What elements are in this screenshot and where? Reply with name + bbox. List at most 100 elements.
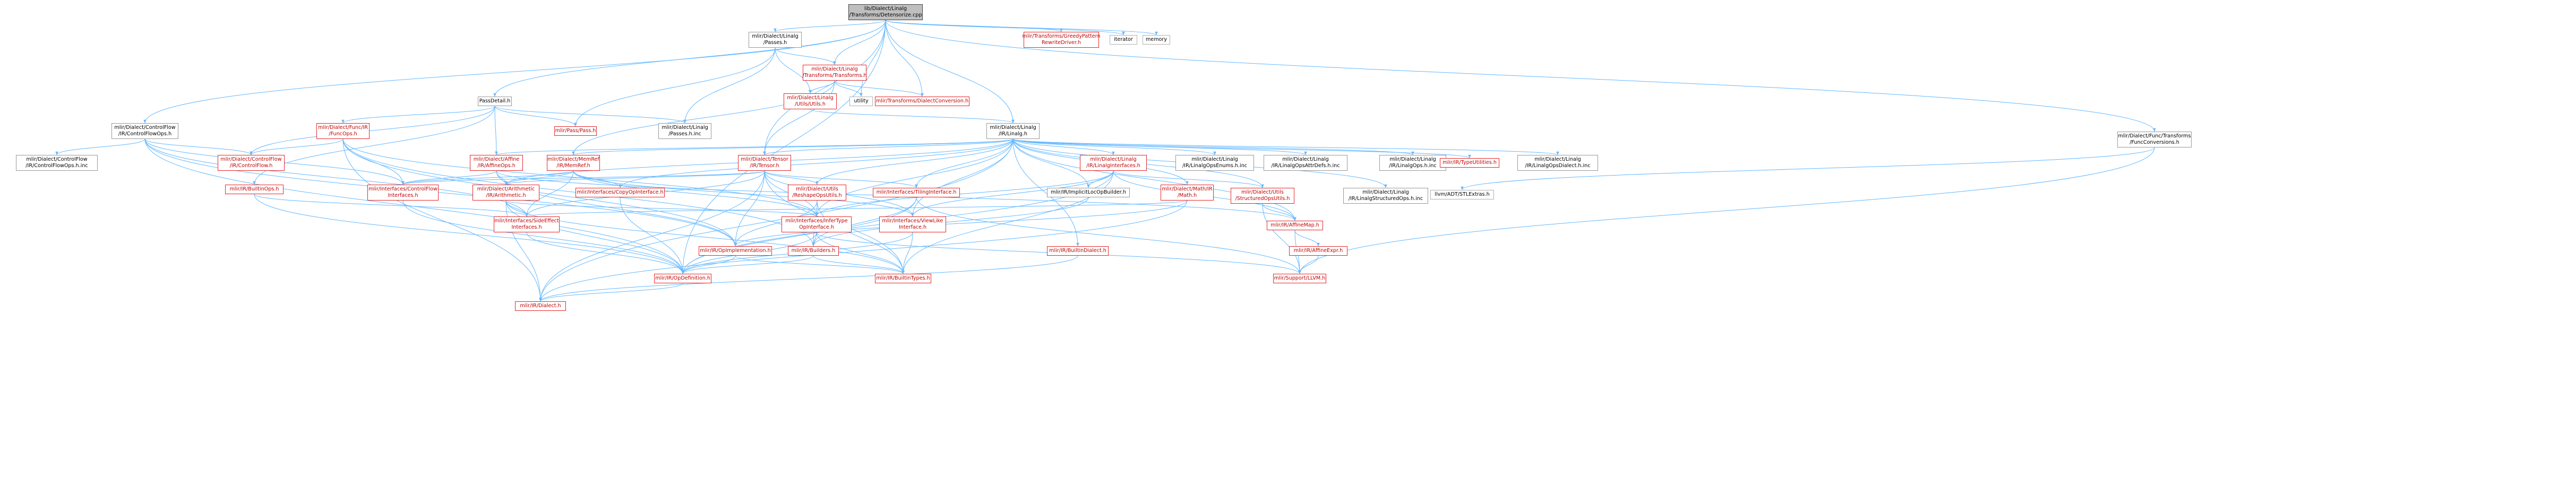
node-passdetail[interactable]: PassDetail.h: [478, 97, 512, 106]
edge-linalginterfaces-to-implicitloc: [1087, 170, 1114, 188]
edge-linalgh-to-tensor: [763, 138, 1014, 155]
node-builtintypes[interactable]: mlir/IR/BuiltinTypes.h: [875, 274, 931, 283]
edge-linalgh-to-dialecth: [539, 138, 1014, 302]
node-opsdialect[interactable]: mlir/Dialect/Linalg/IR/LinalgOpsDialect.…: [1517, 155, 1598, 171]
edge-arith-to-builtintypes: [505, 200, 905, 274]
node-label: mlir/IR/AffineExpr.h: [1293, 248, 1343, 254]
edge-transforms-to-linalgutils: [809, 80, 835, 94]
node-label: mlir/Dialect/MemRef: [547, 157, 599, 162]
node-label: mlir/IR/ImplicitLocOpBuilder.h: [1050, 189, 1127, 195]
node-label: /IR/ControlFlowOps.h.inc: [25, 163, 88, 169]
edge-affineops-to-arith: [496, 170, 508, 185]
node-structured[interactable]: mlir/Dialect/Utils/StructuredOpsUtils.h: [1231, 188, 1294, 204]
node-label: mlir/IR/Builders.h: [791, 248, 836, 254]
edge-builders-to-builtintypes: [813, 255, 905, 274]
edge-infertype-to-builtintypes: [816, 232, 905, 274]
node-cfh[interactable]: mlir/Dialect/ControlFlow/IR/ControlFlow.…: [218, 155, 285, 171]
node-llvmh[interactable]: mlir/Support/LLVM.h: [1273, 274, 1326, 283]
edge-tiling-to-opdef: [681, 197, 917, 274]
node-transforms[interactable]: mlir/Dialect/Linalg/Transforms/Transform…: [802, 65, 867, 81]
node-label: /Transforms/Detensorize.cpp: [849, 12, 922, 18]
node-tiling[interactable]: mlir/Interfaces/TilingInterface.h: [873, 188, 960, 197]
node-cfops[interactable]: mlir/Dialect/ControlFlow/IR/ControlFlowO…: [111, 123, 178, 139]
node-builtinops[interactable]: mlir/IR/BuiltinOps.h: [225, 185, 284, 194]
edge-root-to-tensor: [763, 20, 886, 155]
node-label: /IR/AffineOps.h: [477, 163, 516, 169]
node-funcops[interactable]: mlir/Dialect/Func/IR/FuncOps.h: [316, 123, 370, 139]
node-dialecth[interactable]: mlir/IR/Dialect.h: [515, 301, 566, 311]
node-linalginterfaces[interactable]: mlir/Dialect/Linalg/IR/LinalgInterfaces.…: [1080, 155, 1147, 171]
node-implicitloc[interactable]: mlir/IR/ImplicitLocOpBuilder.h: [1047, 188, 1130, 197]
edge-linalgh-to-opsinc: [1012, 138, 1414, 155]
node-opsattr[interactable]: mlir/Dialect/Linalg/IR/LinalgOpsAttrDefs…: [1264, 155, 1347, 171]
node-label: lib/Dialect/Linalg: [864, 6, 907, 12]
edge-cfops-to-cfopsinc: [55, 138, 145, 155]
edge-affinemap-to-affineexpr: [1294, 230, 1320, 247]
node-opdef[interactable]: mlir/IR/OpDefinition.h: [654, 274, 711, 283]
edge-linalginterfaces-to-structured: [1113, 170, 1264, 188]
node-label: mlir/Support/LLVM.h: [1274, 275, 1326, 281]
node-label: mlir/IR/AffineMap.h: [1270, 222, 1319, 228]
edge-viewlike-to-builtintypes: [901, 232, 913, 274]
node-label: mlir/Interfaces/InferType: [785, 218, 848, 224]
node-label: mlir/IR/BuiltinOps.h: [229, 186, 279, 192]
edge-structured-to-llvmh: [1262, 203, 1301, 274]
node-arith[interactable]: mlir/Dialect/Arithmetic/IR/Arithmetic.h: [473, 185, 539, 201]
node-affineexpr[interactable]: mlir/IR/AffineExpr.h: [1289, 246, 1347, 256]
edge-linalginterfaces-to-infertype: [815, 170, 1114, 217]
edge-root-to-linalgh: [885, 20, 1015, 124]
node-linalgh[interactable]: mlir/Dialect/Linalg/IR/Linalg.h: [986, 123, 1040, 139]
node-reshape[interactable]: mlir/Dialect/Utils/ReshapeOpsUtils.h: [788, 185, 846, 201]
edge-memref-to-cfinterfaces: [401, 170, 574, 185]
node-passh[interactable]: mlir/Pass/Pass.h: [554, 126, 597, 136]
node-affinemap[interactable]: mlir/IR/AffineMap.h: [1267, 221, 1323, 230]
node-label: mlir/Dialect/Linalg: [1362, 189, 1409, 195]
node-copyop[interactable]: mlir/Interfaces/CopyOpInterface.h: [576, 188, 665, 197]
node-opsinc[interactable]: mlir/Dialect/Linalg/IR/LinalgOps.h.inc: [1379, 155, 1446, 171]
edge-transforms-to-tensor: [763, 80, 835, 155]
node-label: mlir/Transforms/DialectConversion.h: [875, 98, 969, 104]
node-root[interactable]: lib/Dialect/Linalg/Transforms/Detensoriz…: [848, 4, 923, 20]
edge-passdetail-to-affineops: [494, 106, 498, 155]
node-affineops[interactable]: mlir/Dialect/Affine/IR/AffineOps.h: [470, 155, 523, 171]
node-mathh[interactable]: mlir/Dialect/Math/IR/Math.h: [1161, 185, 1214, 201]
node-label: mlir/Dialect/Affine: [473, 157, 520, 162]
node-linalgutils[interactable]: mlir/Dialect/Linalg/Utils/Utils.h: [784, 93, 837, 109]
node-opimpl[interactable]: mlir/IR/OpImplementation.h: [699, 246, 772, 256]
edge-implicitloc-to-builders: [812, 197, 1089, 247]
edge-passes-to-linalgutils: [775, 47, 812, 94]
edge-root-to-dialectconv: [885, 20, 924, 97]
node-label: mlir/Dialect/Linalg: [1389, 157, 1436, 162]
node-funcconv[interactable]: mlir/Dialect/Func/Transforms/FuncConvers…: [2117, 132, 2192, 147]
node-label: /ReshapeOpsUtils.h: [792, 193, 842, 198]
node-typeutil[interactable]: mlir/IR/TypeUtilities.h: [1440, 158, 1499, 168]
node-label: mlir/Interfaces/ViewLike: [882, 218, 943, 224]
node-tensor[interactable]: mlir/Dialect/Tensor/IR/Tensor.h: [738, 155, 791, 171]
edge-root-to-memory: [885, 20, 1158, 36]
node-passes[interactable]: mlir/Dialect/Linalg/Passes.h: [749, 32, 802, 48]
edge-linalgh-to-typeutil: [1012, 138, 1471, 159]
node-builtindialect[interactable]: mlir/IR/BuiltinDialect.h: [1047, 246, 1109, 256]
node-memref[interactable]: mlir/Dialect/MemRef/IR/MemRef.h: [547, 155, 600, 171]
edge-cfops-to-cfh: [144, 138, 253, 155]
edge-affineops-to-cfinterfaces: [401, 170, 497, 185]
node-label: /Transforms/Transforms.h: [802, 73, 867, 79]
edge-mathh-to-dialecth: [539, 200, 1188, 302]
node-builders[interactable]: mlir/IR/Builders.h: [788, 246, 839, 256]
node-stlextras: llvm/ADT/STLExtras.h: [1430, 190, 1494, 199]
edge-linalgh-to-reshape: [815, 138, 1014, 185]
node-label: mlir/Dialect/Linalg: [662, 125, 708, 131]
node-label: /FuncConversions.h: [2130, 140, 2179, 145]
node-label: mlir/Transforms/GreedyPattern: [1022, 33, 1101, 39]
node-opsenums[interactable]: mlir/Dialect/Linalg/IR/LinalgOpsEnums.h.…: [1175, 155, 1254, 171]
node-structinc[interactable]: mlir/Dialect/Linalg/IR/LinalgStructuredO…: [1343, 188, 1428, 204]
node-label: mlir/Interfaces/ControlFlow: [368, 186, 437, 192]
node-passesinc[interactable]: mlir/Dialect/Linalg/Passes.h.inc: [658, 123, 711, 139]
node-dialectconv[interactable]: mlir/Transforms/DialectConversion.h: [875, 97, 969, 106]
node-cfopsinc[interactable]: mlir/Dialect/ControlFlow/IR/ControlFlowO…: [16, 155, 98, 171]
